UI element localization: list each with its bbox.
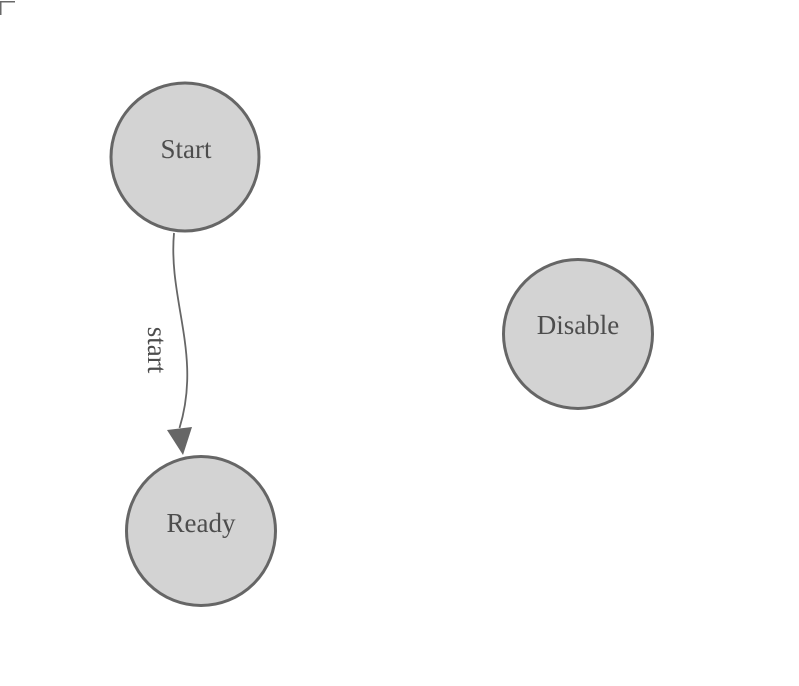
edge-label-start: start (142, 327, 172, 374)
state-node-start-circle[interactable] (109, 81, 261, 233)
edge-path-start-ready[interactable] (172, 232, 189, 429)
state-node-start-label: Start (161, 134, 212, 164)
state-node-disable-circle[interactable] (502, 258, 654, 410)
canvas-corner-mark (0, 1, 15, 15)
state-node-start[interactable]: Start (109, 81, 261, 233)
state-node-ready-circle[interactable] (125, 455, 277, 607)
state-node-disable-label: Disable (537, 310, 619, 340)
state-node-disable[interactable]: Disable (502, 258, 654, 410)
state-node-ready-label: Ready (167, 508, 236, 538)
state-node-ready[interactable]: Ready (125, 455, 277, 607)
arrowhead-icon (167, 427, 192, 455)
transition-edge-start-ready[interactable]: start (142, 232, 192, 455)
